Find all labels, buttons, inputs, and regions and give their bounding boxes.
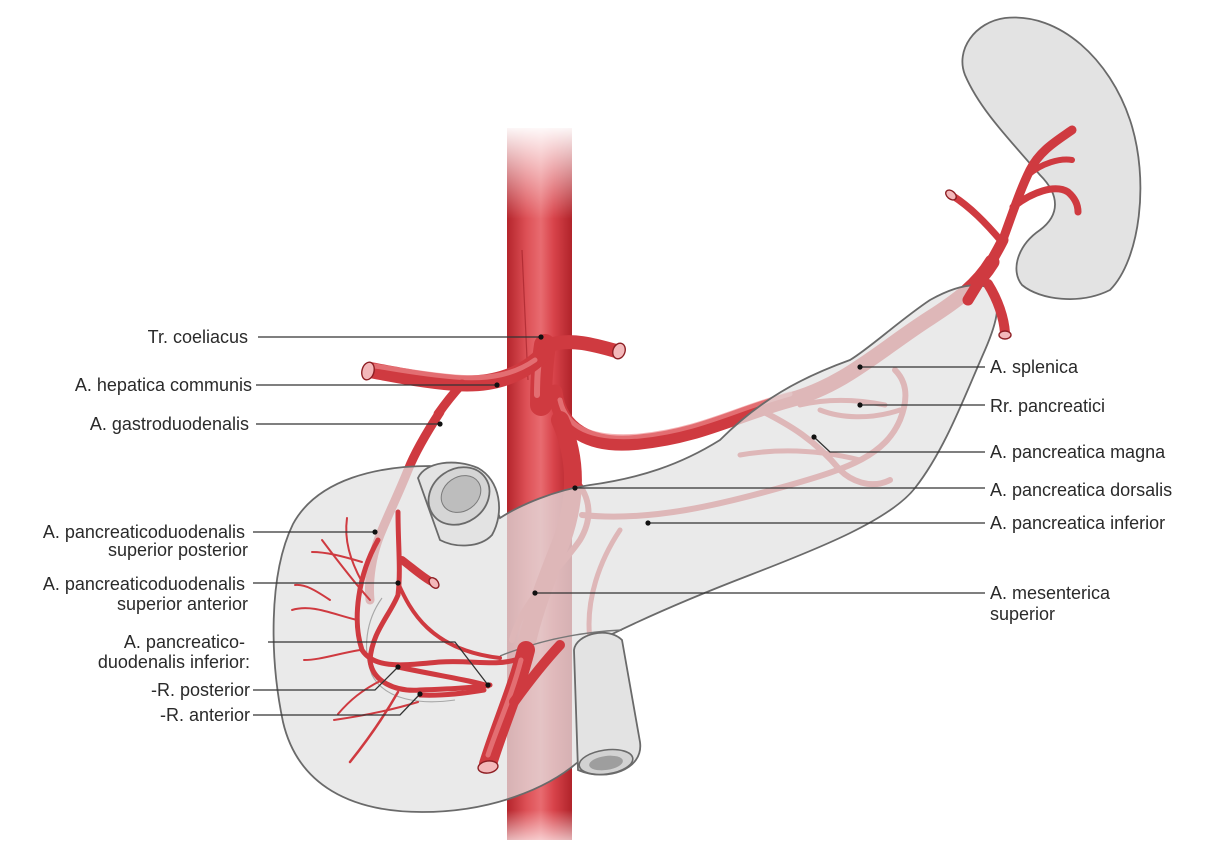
spleen bbox=[961, 16, 1142, 300]
labels-left: Tr. coeliacus A. hepatica communis A. ga… bbox=[43, 327, 252, 725]
mesenterica-stump bbox=[477, 760, 499, 774]
label-pd-sup-ant: A. pancreaticoduodenalis superior anteri… bbox=[43, 574, 250, 614]
label-a-gastroduodenalis: A. gastroduodenalis bbox=[90, 414, 249, 434]
arteria-pancreaticoduodenalis-superior-posterior bbox=[354, 537, 518, 668]
ramus-anterior bbox=[417, 687, 487, 698]
hepatica-stump bbox=[361, 361, 375, 381]
lower-tube bbox=[573, 631, 641, 776]
label-a-pancreatica-magna: A. pancreatica magna bbox=[990, 442, 1166, 462]
duodenum-upper-tube bbox=[417, 461, 500, 547]
label-a-mesenterica-superior: A. mesenterica superior bbox=[990, 583, 1115, 624]
anterior-vessels bbox=[291, 125, 1082, 774]
label-tr-coeliacus: Tr. coeliacus bbox=[148, 327, 248, 347]
duodenum-inner-border bbox=[366, 597, 456, 703]
label-a-pancreatica-inferior: A. pancreatica inferior bbox=[990, 513, 1165, 533]
label-pd-sup-post: A. pancreaticoduodenalis superior poster… bbox=[43, 522, 250, 560]
mesenterica-side-branch bbox=[509, 640, 565, 707]
pancreas-lower-border bbox=[499, 629, 623, 657]
ramus-posterior bbox=[395, 664, 491, 689]
label-r-posterior: -R. posterior bbox=[151, 680, 250, 700]
gastroepiploica-stump bbox=[428, 577, 440, 589]
leader-lines bbox=[253, 334, 985, 716]
label-pd-inferior: A. pancreatico- duodenalis inferior: bbox=[98, 632, 250, 672]
labels-right: A. splenica Rr. pancreatici A. pancreati… bbox=[990, 357, 1172, 624]
arteria-gastrica-sinistra bbox=[543, 335, 623, 358]
arteria-gastroduodenalis bbox=[433, 379, 467, 419]
arcade-inner bbox=[396, 581, 502, 660]
label-a-hepatica-communis: A. hepatica communis bbox=[75, 375, 252, 395]
label-a-pancreatica-dorsalis: A. pancreatica dorsalis bbox=[990, 480, 1172, 500]
label-r-anterior: -R. anterior bbox=[160, 705, 250, 725]
label-rr-pancreatici: Rr. pancreatici bbox=[990, 396, 1105, 416]
label-a-splenica: A. splenica bbox=[990, 357, 1079, 377]
gastrica-stump bbox=[612, 342, 626, 360]
duodenal-branches bbox=[291, 517, 419, 764]
splenic-hilum-branches bbox=[945, 125, 1082, 340]
